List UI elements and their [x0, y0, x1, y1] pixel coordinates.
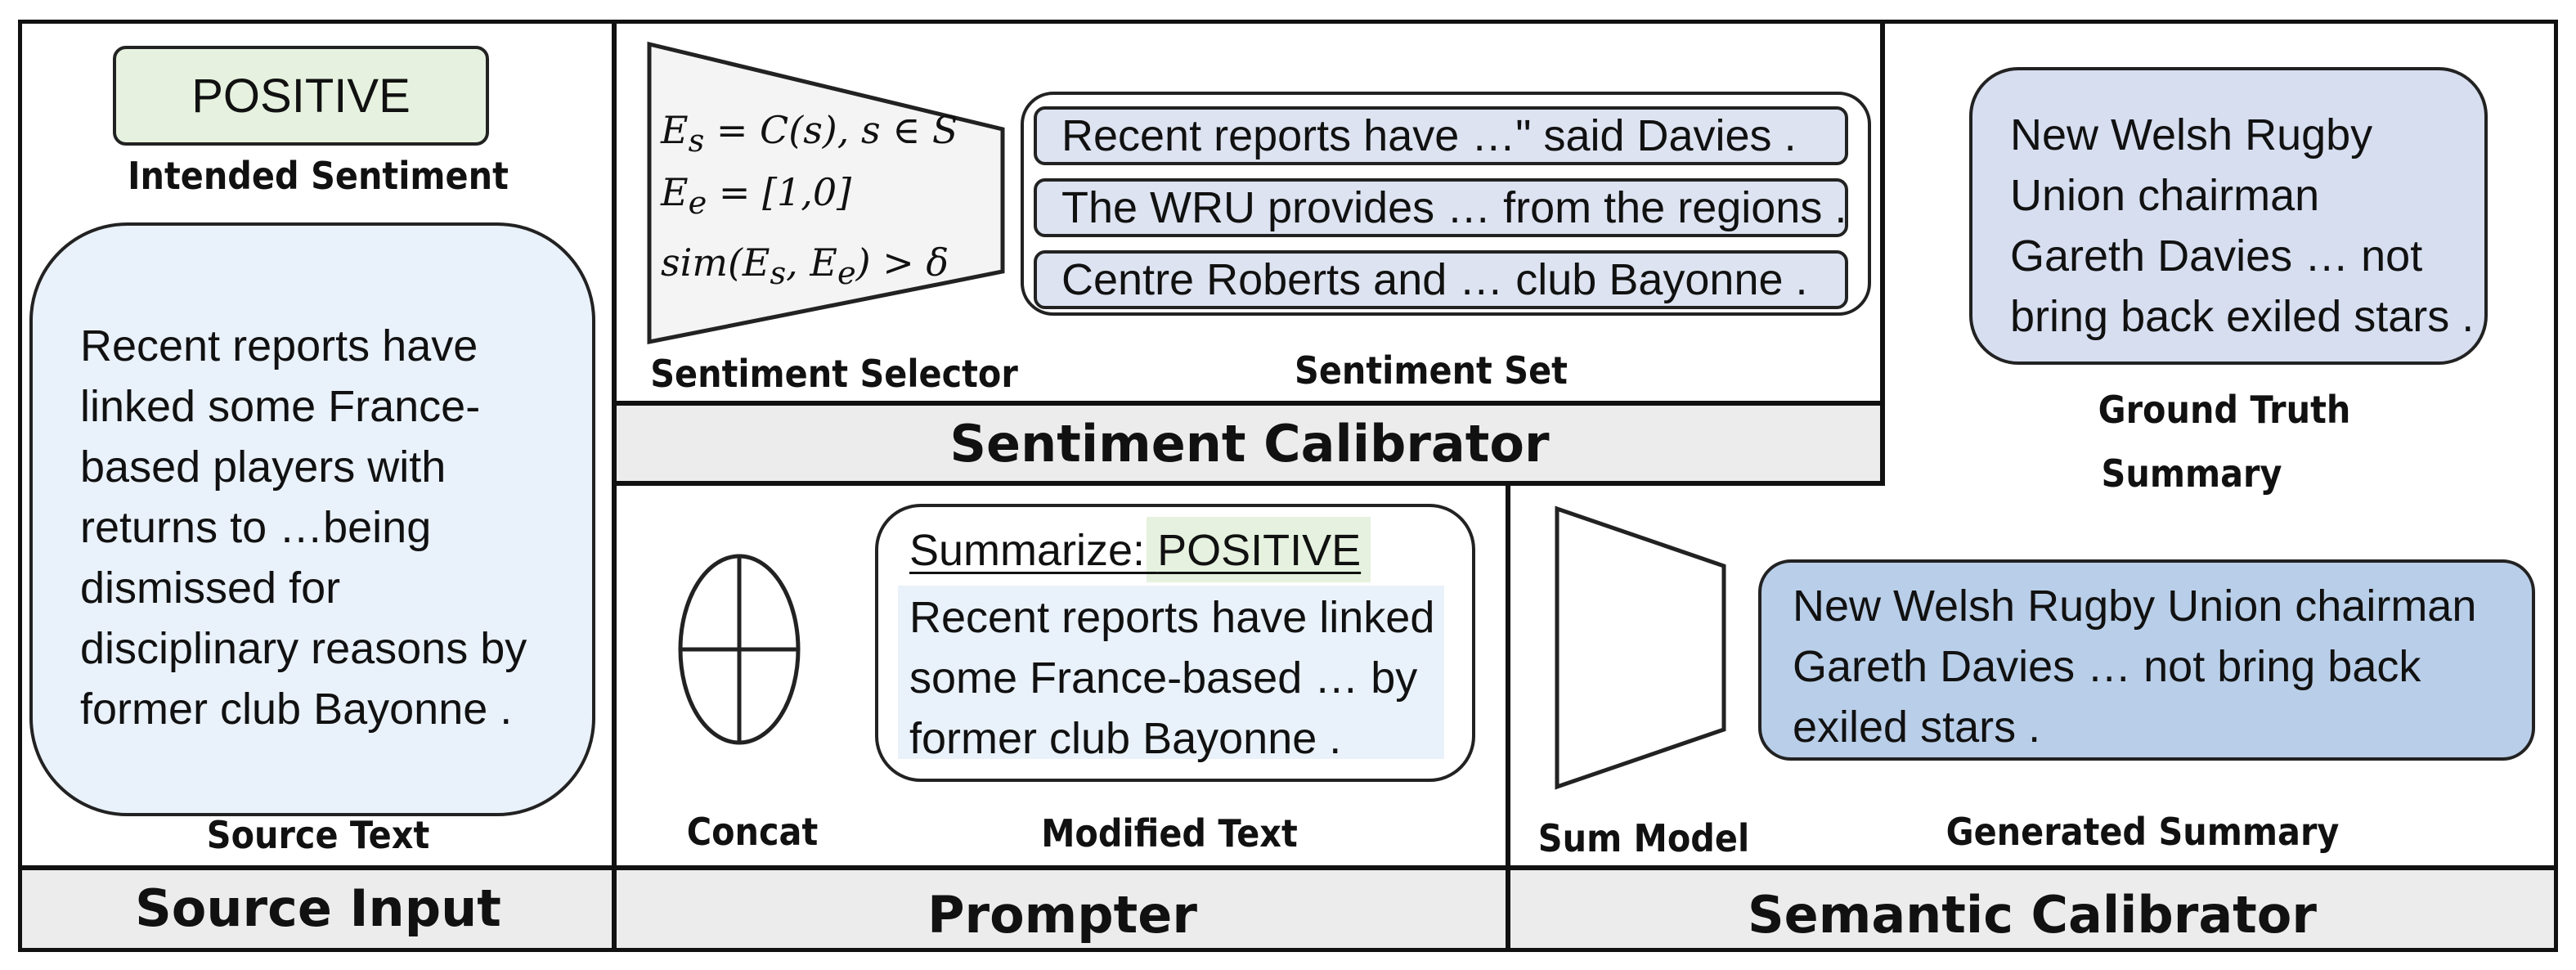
modified-text-label: Modified Text	[1041, 811, 1298, 855]
sentiment-sentence: Centre Roberts and … club Bayonne .	[1034, 250, 1848, 309]
sentiment-sentence: The WRU provides … from the regions .	[1034, 178, 1848, 237]
section-title-semantic-calibrator: Semantic Calibrator	[1748, 885, 2317, 945]
sentiment-band-bottom	[617, 481, 1883, 486]
concat-label: Concat	[686, 810, 819, 854]
ground-truth-label-2: Summary	[2101, 451, 2282, 496]
outer-frame	[18, 20, 2558, 952]
source-line: based players with	[80, 442, 447, 492]
sentiment-selector-shape	[647, 41, 1005, 345]
concat-icon	[678, 554, 801, 745]
ground-truth-line: bring back exiled stars .	[2010, 292, 2475, 341]
sentiment-badge: POSITIVE	[113, 46, 489, 146]
divider-bottom-band	[18, 865, 2558, 870]
ground-truth-line: Union chairman	[2010, 171, 2320, 220]
generated-line: exiled stars .	[1793, 703, 2041, 752]
divider-source	[612, 20, 617, 952]
generated-summary-label: Generated Summary	[1945, 810, 2340, 854]
modified-text-body: Recent reports have linked some France-b…	[909, 587, 1434, 769]
sum-model-label: Sum Model	[1537, 816, 1750, 860]
generated-summary-box: New Welsh Rugby Union chairman Gareth Da…	[1758, 559, 2535, 761]
section-title-sentiment-calibrator: Sentiment Calibrator	[949, 414, 1550, 474]
ground-truth-line: Gareth Davies … not	[2010, 231, 2423, 281]
divider-prompter-semantic	[1506, 483, 1510, 952]
generated-line: Gareth Davies … not bring back	[1793, 642, 2421, 691]
modified-text-highlight	[898, 586, 1444, 759]
source-line: returns to …being	[80, 503, 432, 552]
band-source-input	[22, 870, 614, 948]
source-line: linked some France-	[80, 382, 481, 431]
generated-line: New Welsh Rugby Union chairman	[1793, 582, 2477, 631]
source-line: Recent reports have	[80, 321, 478, 370]
source-line: disciplinary reasons by	[80, 624, 527, 673]
modified-line: Recent reports have linked	[909, 593, 1435, 642]
source-text-box: Recent reports have linked some France- …	[29, 222, 595, 816]
source-line: dismissed for	[80, 564, 341, 613]
sentiment-band-top	[617, 401, 1883, 406]
sentiment-sentence: Recent reports have …" said Davies .	[1034, 106, 1848, 165]
sentiment-selector-label: Sentiment Selector	[650, 352, 1018, 396]
section-title-prompter: Prompter	[927, 885, 1197, 945]
source-line: former club Bayonne .	[80, 685, 513, 734]
source-text-label: Source Text	[206, 813, 430, 857]
modified-line: some France-based … by	[909, 653, 1418, 703]
ground-truth-label-1: Ground Truth	[2098, 388, 2351, 432]
section-title-source-input: Source Input	[135, 878, 501, 938]
band-sentiment-calibrator	[617, 406, 1883, 483]
band-semantic-calibrator	[1510, 870, 2554, 948]
ground-truth-box: New Welsh Rugby Union chairman Gareth Da…	[1969, 67, 2488, 365]
sentiment-set-label: Sentiment Set	[1295, 348, 1568, 393]
selector-formula-1: Es = C(s), s ∈ S	[661, 108, 958, 160]
modified-line: former club Bayonne .	[909, 714, 1342, 763]
sentiment-right-border	[1880, 20, 1885, 486]
prompt-sentiment-highlight	[1147, 517, 1371, 582]
sum-model-shape	[1555, 505, 1726, 790]
selector-formula-2: Ee = [1,0]	[661, 170, 852, 222]
prompt-sentiment: POSITIVE	[1157, 526, 1362, 575]
ground-truth-line: New Welsh Rugby	[2010, 110, 2373, 159]
intended-sentiment-label: Intended Sentiment	[128, 154, 509, 198]
prompt-line: Summarize: POSITIVE	[909, 528, 1361, 573]
selector-formula-3: sim(Es, Ee) > δ	[661, 240, 949, 293]
sentiment-badge-text: POSITIVE	[191, 69, 411, 123]
band-prompter	[617, 870, 1508, 948]
prompt-prefix: Summarize:	[909, 526, 1158, 575]
